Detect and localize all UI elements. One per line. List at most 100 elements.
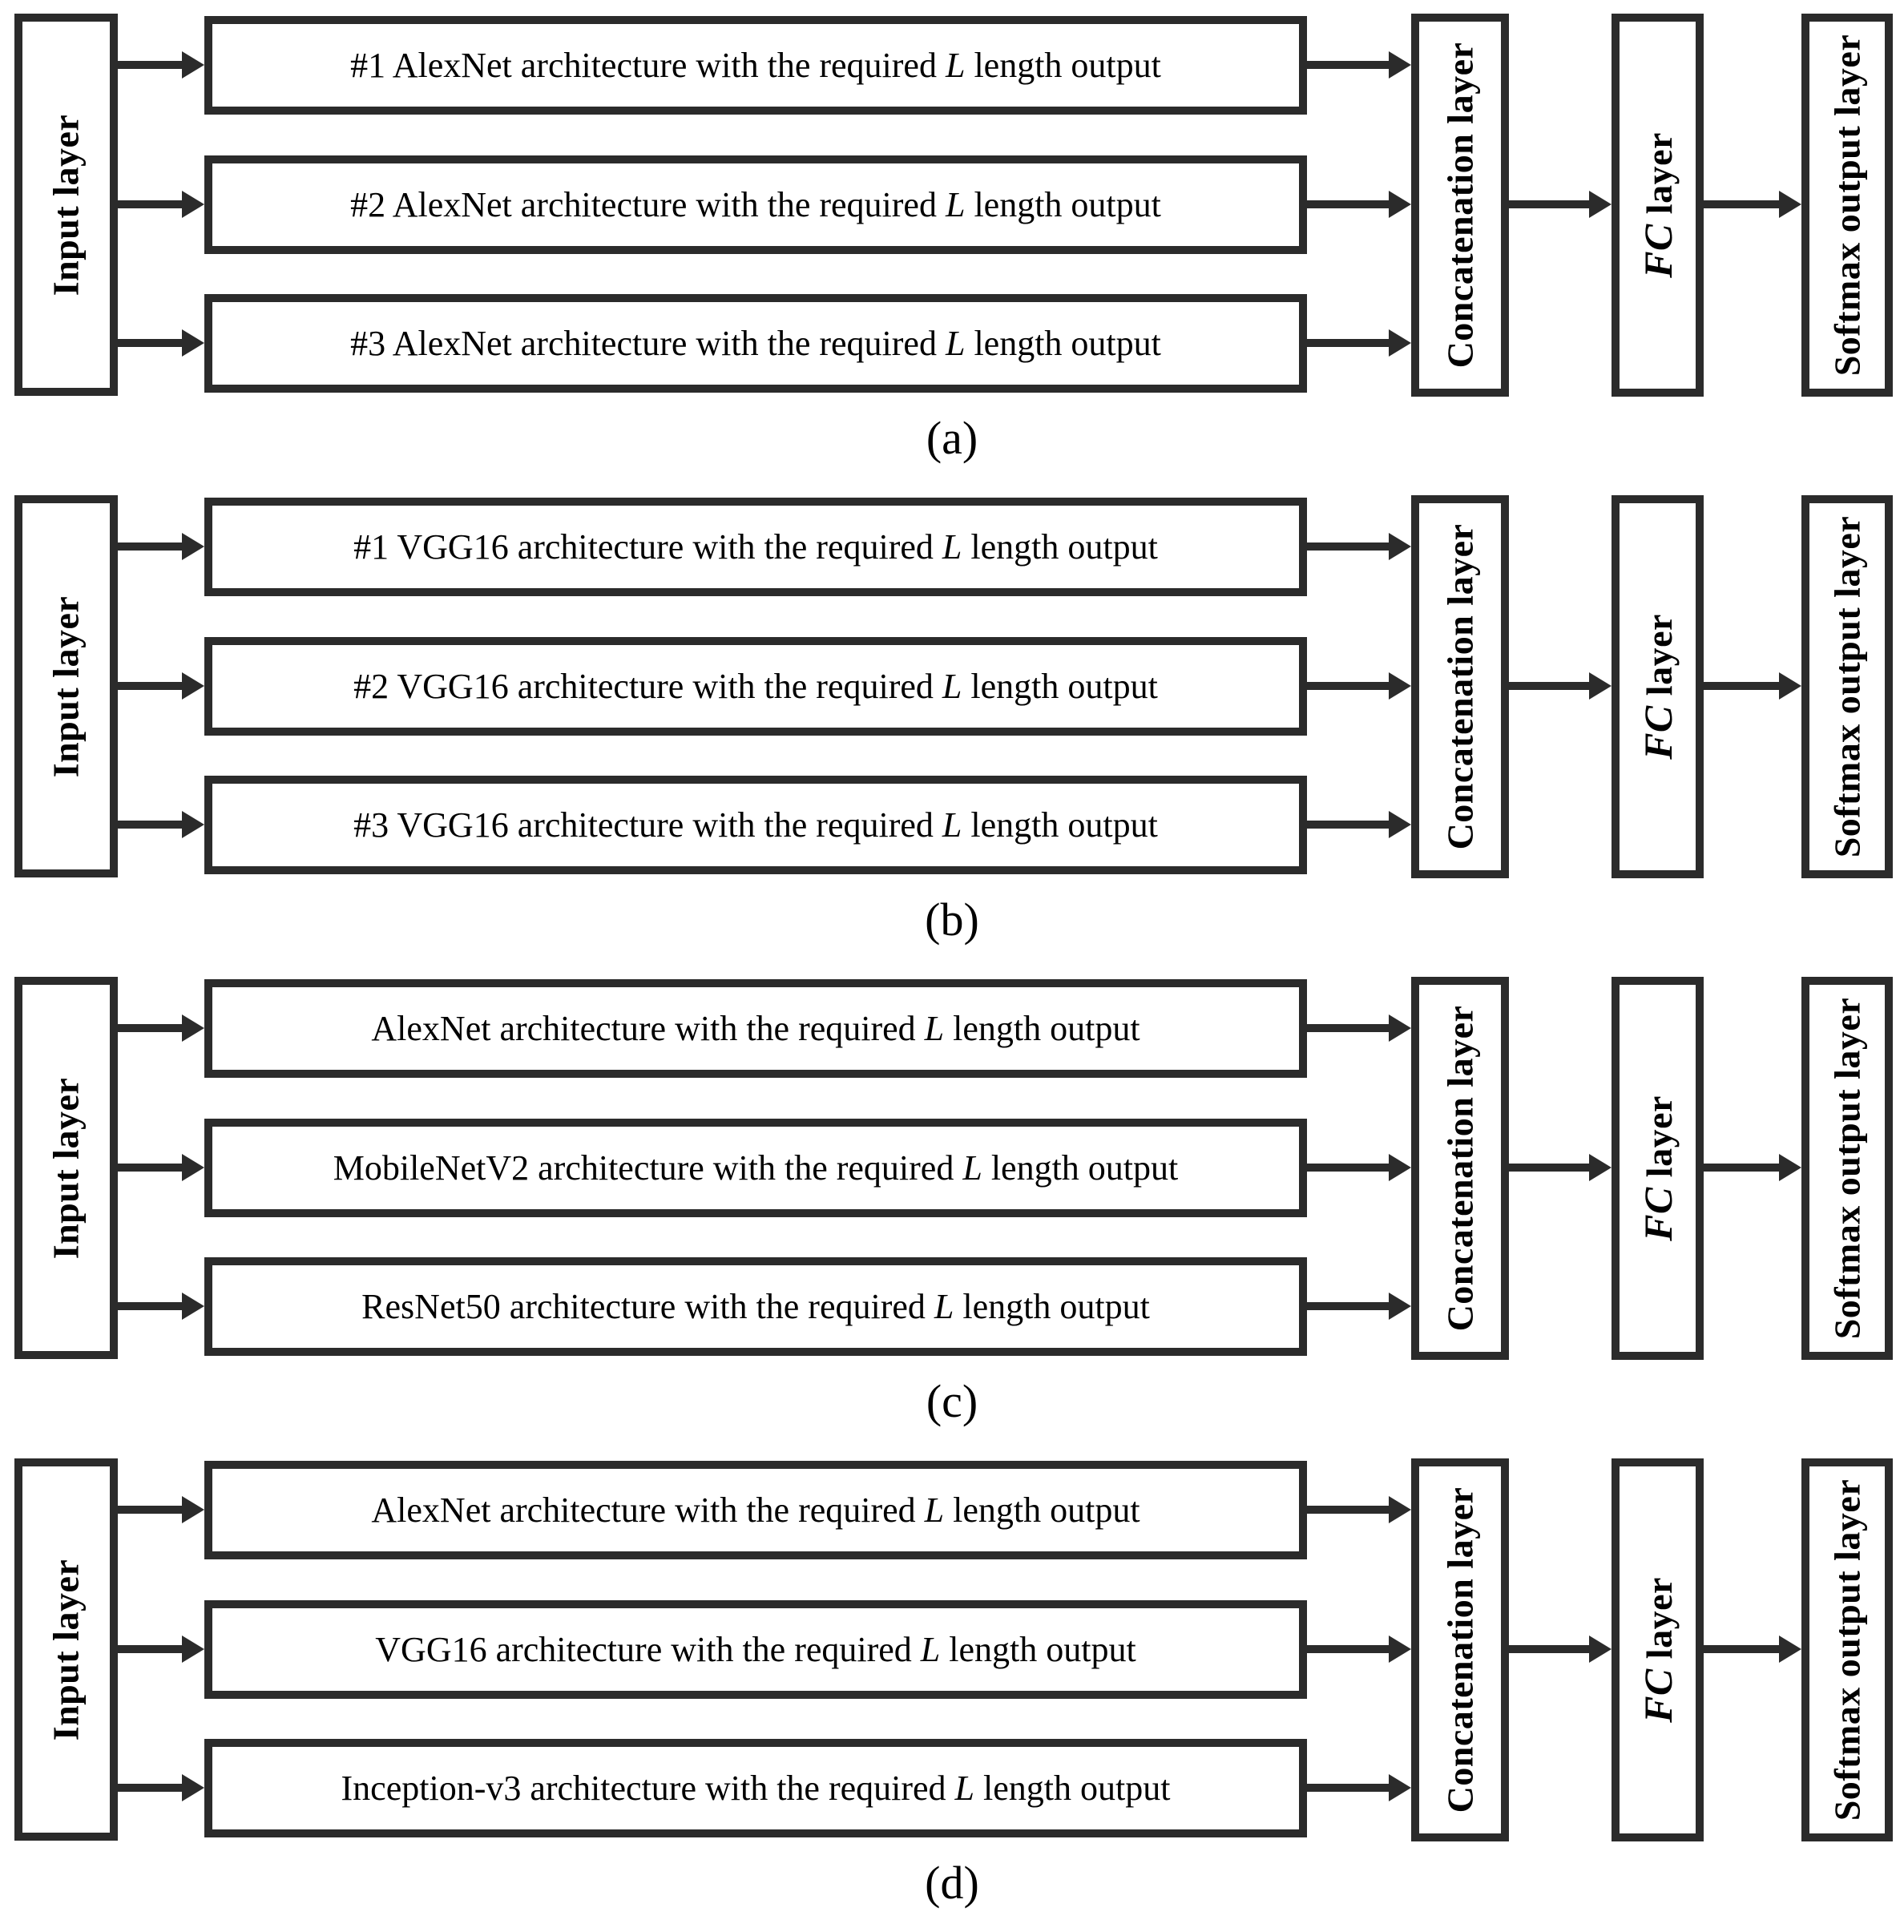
length-variable: L — [954, 1768, 975, 1808]
panel-label-d: (d) — [925, 1857, 979, 1909]
fc-layer-node: FC layer — [1612, 977, 1704, 1360]
concatenation-layer-label: Concatenation layer — [1439, 1486, 1480, 1813]
length-variable: L — [945, 323, 966, 363]
softmax-output-layer-node: Softmax output layer — [1801, 495, 1893, 878]
softmax-output-layer-node: Softmax output layer — [1801, 1458, 1893, 1841]
arrow-right-icon — [118, 542, 182, 551]
length-variable: L — [945, 45, 966, 85]
architecture-node-1: AlexNet architecture with the required L… — [204, 979, 1307, 1078]
arrow-right-icon — [1307, 1302, 1389, 1310]
label-after: length output — [944, 1490, 1140, 1530]
fc-layer-node: FC layer — [1612, 1458, 1704, 1841]
fc-layer-label: FC layer — [1635, 132, 1680, 278]
arrow-right-icon — [1704, 682, 1779, 690]
label-before: #1 VGG16 architecture with the required — [353, 526, 942, 567]
label-before: ResNet50 architecture with the required — [361, 1286, 934, 1326]
fc-script-label: FC — [1635, 1187, 1680, 1241]
length-variable: L — [920, 1629, 941, 1669]
arrow-right-icon — [1307, 1784, 1389, 1792]
arrow-right-icon — [1307, 542, 1389, 551]
arrow-right-icon — [1509, 200, 1589, 208]
input-layer-label: Input layer — [45, 114, 87, 296]
softmax-output-layer-node: Softmax output layer — [1801, 977, 1893, 1360]
architecture-node-3: #3 VGG16 architecture with the required … — [204, 776, 1307, 874]
arrow-right-icon — [118, 1645, 182, 1653]
architecture-label: VGG16 architecture with the required L l… — [375, 1632, 1136, 1668]
softmax-output-layer-node: Softmax output layer — [1801, 14, 1893, 397]
architecture-label: Inception-v3 architecture with the requi… — [341, 1768, 1171, 1808]
label-before: MobileNetV2 architecture with the requir… — [333, 1148, 963, 1188]
length-variable: L — [942, 805, 962, 845]
architecture-node-2: #2 VGG16 architecture with the required … — [204, 637, 1307, 736]
arrow-right-icon — [118, 682, 182, 690]
softmax-output-layer-label: Softmax output layer — [1826, 997, 1868, 1340]
fc-rest-label: layer — [1638, 614, 1680, 706]
arrow-right-icon — [1509, 1164, 1589, 1172]
label-after: length output — [962, 666, 1158, 706]
architecture-label: #2 VGG16 architecture with the required … — [353, 666, 1158, 706]
arrow-right-icon — [1307, 1164, 1389, 1172]
architecture-node-2: #2 AlexNet architecture with the require… — [204, 155, 1307, 254]
length-variable: L — [945, 184, 966, 224]
panel-label-a: (a) — [926, 412, 978, 464]
input-layer-label: Input layer — [45, 1077, 87, 1259]
label-before: #2 AlexNet architecture with the require… — [350, 184, 946, 224]
architecture-label: #1 VGG16 architecture with the required … — [353, 526, 1158, 567]
input-layer-label: Input layer — [45, 1559, 87, 1740]
arrow-right-icon — [1307, 1024, 1389, 1032]
arrow-right-icon — [118, 1164, 182, 1172]
length-variable: L — [942, 526, 962, 567]
arrow-right-icon — [118, 339, 182, 347]
label-before: #3 AlexNet architecture with the require… — [350, 323, 946, 363]
fc-rest-label: layer — [1638, 132, 1680, 224]
label-after: length output — [962, 805, 1158, 845]
fc-script-label: FC — [1635, 1668, 1680, 1723]
fc-script-label: FC — [1635, 224, 1680, 278]
input-layer-node: Input layer — [14, 14, 118, 396]
architecture-node-3: #3 AlexNet architecture with the require… — [204, 294, 1307, 393]
length-variable: L — [924, 1008, 945, 1048]
fc-layer-node: FC layer — [1612, 14, 1704, 397]
label-after: length output — [944, 1008, 1140, 1048]
arrow-right-icon — [1307, 821, 1389, 829]
panel-a: Input layer #1 AlexNet architecture with… — [0, 14, 1904, 498]
concatenation-layer-label: Concatenation layer — [1439, 42, 1480, 369]
label-before: AlexNet architecture with the required — [371, 1008, 925, 1048]
label-after: length output — [965, 184, 1161, 224]
concatenation-layer-node: Concatenation layer — [1411, 495, 1509, 878]
concatenation-layer-label: Concatenation layer — [1439, 523, 1480, 850]
fc-layer-node: FC layer — [1612, 495, 1704, 878]
arrow-right-icon — [118, 200, 182, 208]
arrow-right-icon — [118, 821, 182, 829]
fc-rest-label: layer — [1638, 1095, 1680, 1188]
architecture-label: AlexNet architecture with the required L… — [371, 1490, 1140, 1530]
label-before: AlexNet architecture with the required — [371, 1490, 925, 1530]
softmax-output-layer-label: Softmax output layer — [1826, 515, 1868, 858]
label-after: length output — [962, 526, 1158, 567]
concatenation-layer-node: Concatenation layer — [1411, 14, 1509, 397]
arrow-right-icon — [1704, 200, 1779, 208]
fc-rest-label: layer — [1638, 1577, 1680, 1669]
arrow-right-icon — [118, 1024, 182, 1032]
label-before: VGG16 architecture with the required — [375, 1629, 921, 1669]
arrow-right-icon — [1307, 200, 1389, 208]
label-before: #3 VGG16 architecture with the required — [353, 805, 942, 845]
length-variable: L — [962, 1148, 982, 1188]
label-before: #2 VGG16 architecture with the required — [353, 666, 942, 706]
fc-layer-label: FC layer — [1635, 1577, 1680, 1723]
architecture-label: #3 AlexNet architecture with the require… — [350, 323, 1161, 363]
panel-c: Input layer AlexNet architecture with th… — [0, 977, 1904, 1461]
label-after: length output — [965, 323, 1161, 363]
input-layer-label: Input layer — [45, 595, 87, 777]
input-layer-node: Input layer — [14, 495, 118, 877]
length-variable: L — [942, 666, 962, 706]
arrow-right-icon — [118, 1784, 182, 1792]
panel-label-c: (c) — [926, 1375, 978, 1427]
label-after: length output — [982, 1148, 1179, 1188]
architecture-node-1: #1 VGG16 architecture with the required … — [204, 498, 1307, 596]
arrow-right-icon — [1704, 1645, 1779, 1653]
arrow-right-icon — [1704, 1164, 1779, 1172]
arrow-right-icon — [118, 1302, 182, 1310]
label-after: length output — [965, 45, 1161, 85]
